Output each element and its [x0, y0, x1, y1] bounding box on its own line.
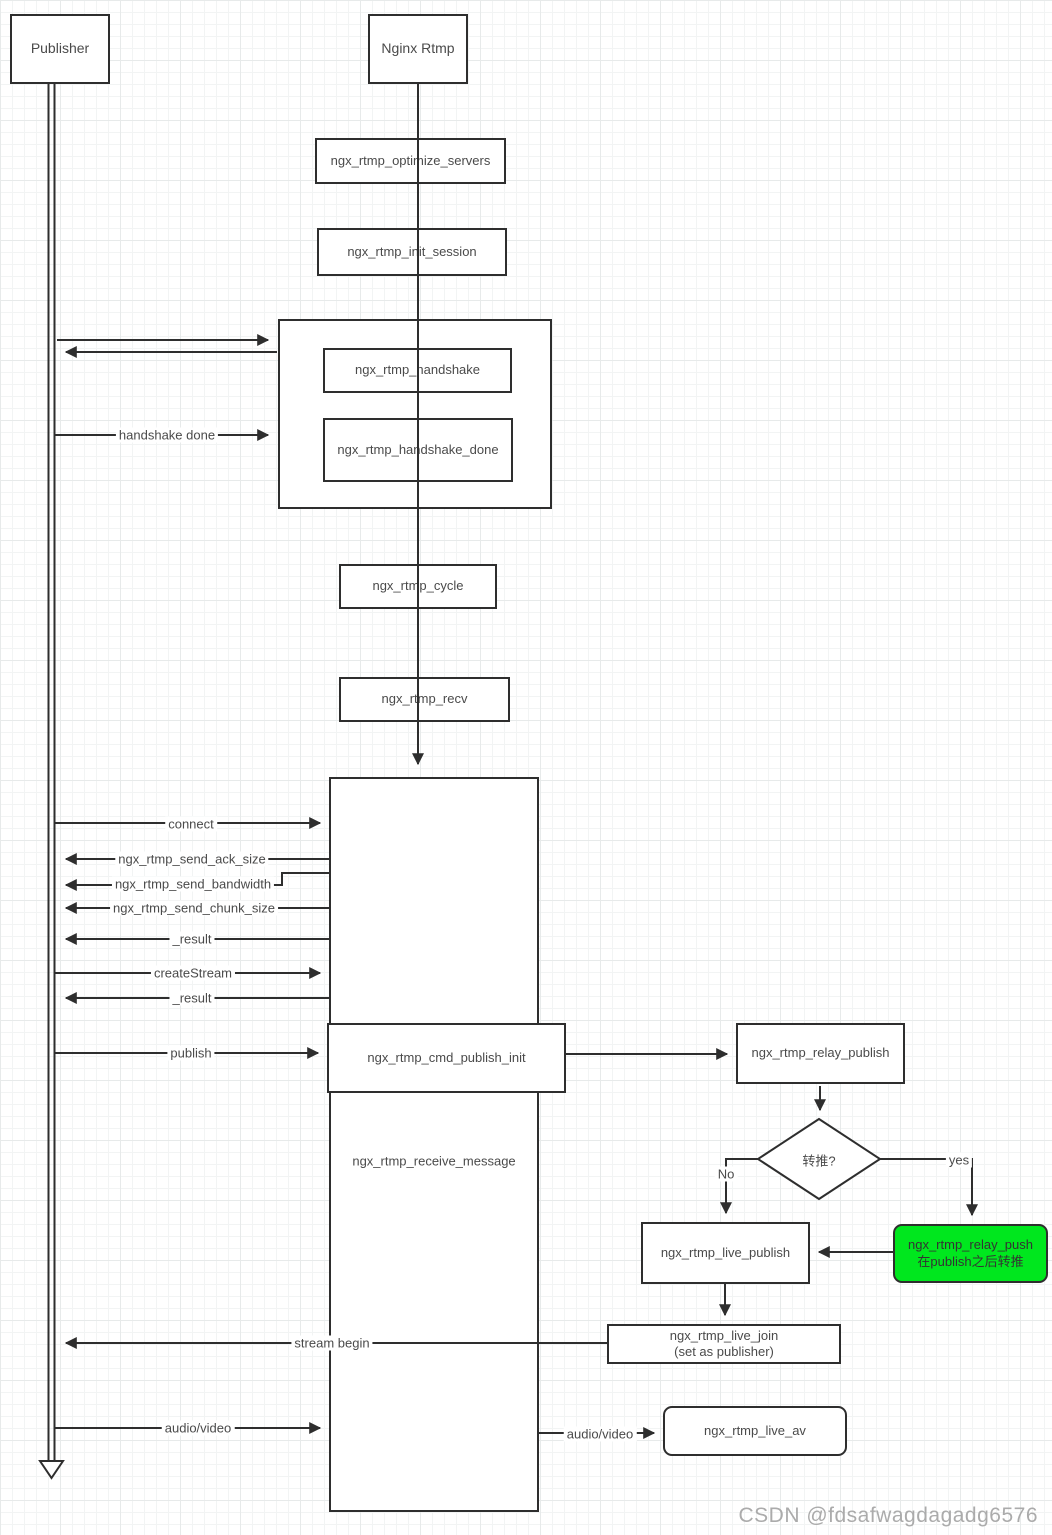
node-relay-publish: ngx_rtmp_relay_publish: [736, 1023, 905, 1084]
node-handshake-label: ngx_rtmp_handshake: [354, 362, 481, 378]
node-live-publish: ngx_rtmp_live_publish: [641, 1222, 810, 1284]
node-optimize-servers-label: ngx_rtmp_optimize_servers: [330, 152, 491, 168]
node-handshake: ngx_rtmp_handshake: [323, 348, 512, 393]
label-audio-video-out: audio/video: [563, 1426, 637, 1442]
actor-publisher-label: Publisher: [30, 40, 90, 57]
label-decision-yes: yes: [945, 1152, 973, 1168]
node-cmd-publish-init: ngx_rtmp_cmd_publish_init: [327, 1023, 566, 1093]
node-live-join-line2: (set as publisher): [674, 1344, 774, 1359]
label-decision: 转推?: [802, 1153, 836, 1169]
label-decision-no: No: [714, 1166, 738, 1182]
node-init-session-label: ngx_rtmp_init_session: [347, 243, 477, 259]
actor-publisher: Publisher: [10, 14, 110, 84]
label-create-stream: createStream: [150, 965, 236, 981]
node-live-join: ngx_rtmp_live_join (set as publisher): [607, 1324, 841, 1364]
node-relay-push-line2: 在publish之后转推: [917, 1253, 1024, 1269]
actor-nginx-rtmp: Nginx Rtmp: [368, 14, 468, 84]
node-relay-push: ngx_rtmp_relay_push 在publish之后转推: [893, 1224, 1048, 1283]
node-live-join-line1: ngx_rtmp_live_join: [669, 1327, 779, 1343]
node-cycle: ngx_rtmp_cycle: [339, 564, 497, 609]
node-live-av: ngx_rtmp_live_av: [663, 1406, 847, 1456]
label-result-1: _result: [169, 931, 215, 947]
label-send-ack-size: ngx_rtmp_send_ack_size: [115, 851, 269, 867]
node-init-session: ngx_rtmp_init_session: [317, 228, 507, 276]
node-live-av-label: ngx_rtmp_live_av: [704, 1422, 806, 1438]
node-receive-message: [329, 777, 539, 1512]
actor-nginx-rtmp-label: Nginx Rtmp: [381, 40, 455, 57]
label-connect: connect: [165, 816, 217, 832]
label-send-chunk-size: ngx_rtmp_send_chunk_size: [110, 900, 278, 916]
node-cmd-publish-init-label: ngx_rtmp_cmd_publish_init: [367, 1049, 526, 1065]
node-optimize-servers: ngx_rtmp_optimize_servers: [315, 138, 506, 184]
node-receive-message-label: ngx_rtmp_receive_message: [352, 1153, 516, 1169]
node-recv-label: ngx_rtmp_recv: [381, 691, 468, 707]
label-result-2: _result: [169, 990, 215, 1006]
node-recv: ngx_rtmp_recv: [339, 677, 510, 722]
node-live-publish-label: ngx_rtmp_live_publish: [660, 1244, 791, 1260]
node-handshake-done-label: ngx_rtmp_handshake_done: [337, 441, 499, 457]
label-send-bandwidth: ngx_rtmp_send_bandwidth: [111, 876, 275, 892]
label-stream-begin: stream begin: [291, 1335, 373, 1351]
node-relay-publish-label: ngx_rtmp_relay_publish: [751, 1045, 890, 1061]
node-cycle-label: ngx_rtmp_cycle: [372, 578, 464, 594]
publisher-lifeline-open-arrowhead: [38, 1460, 65, 1480]
csdn-watermark: CSDN @fdsafwagdagadg6576: [738, 1504, 1038, 1527]
label-audio-video-in: audio/video: [161, 1420, 235, 1436]
node-relay-push-line1: ngx_rtmp_relay_push: [907, 1237, 1034, 1253]
node-handshake-done: ngx_rtmp_handshake_done: [323, 418, 513, 482]
label-handshake-done: handshake done: [115, 427, 219, 443]
label-publish: publish: [167, 1045, 215, 1061]
